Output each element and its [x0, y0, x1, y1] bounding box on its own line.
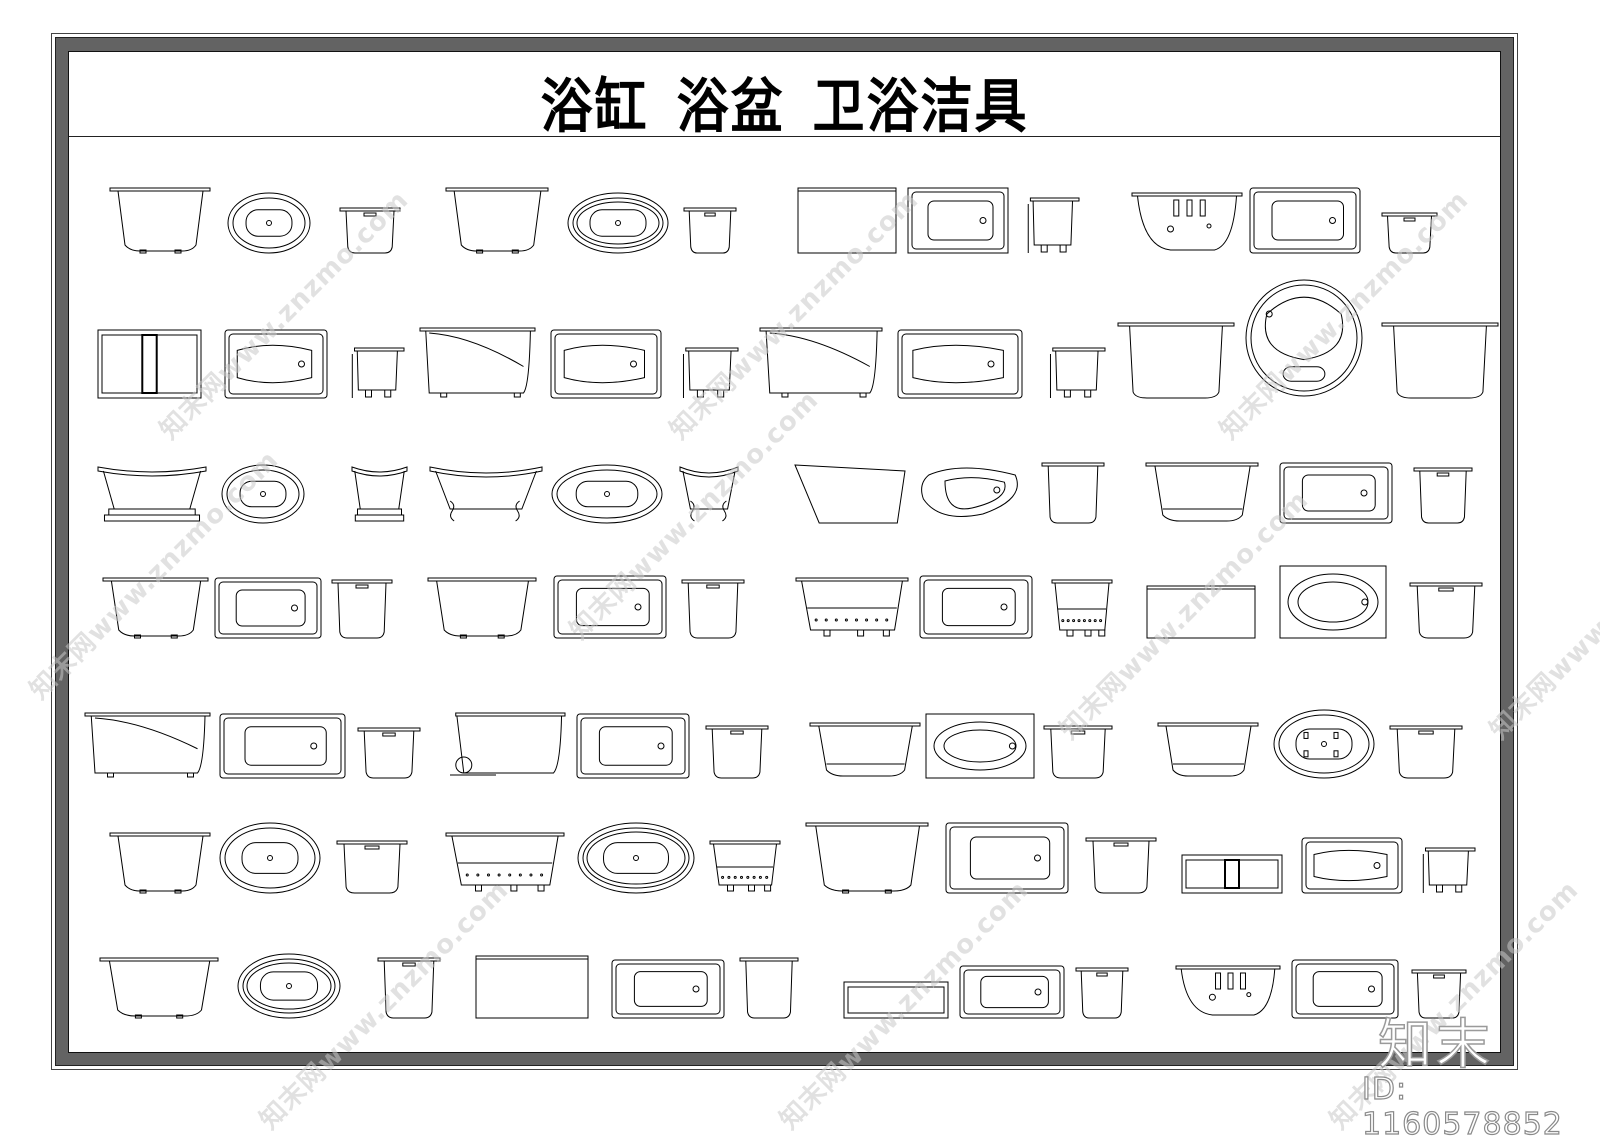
bathtub-drawing-side-small	[1381, 212, 1438, 254]
bathtub-drawing-side-tapered	[445, 187, 549, 254]
bathtub-drawing-drop-in-frame	[843, 981, 949, 1019]
bathtub-drawing-oval-plan-double	[237, 953, 341, 1019]
bathtub-drawing-side-tapered-plain	[1157, 722, 1259, 778]
bathtub-drawing-oval-in-rect	[925, 713, 1035, 779]
bathtub-drawing-oval-plan-jets	[1273, 709, 1375, 779]
bathtub-drawing-rect-plan-soft	[919, 575, 1033, 639]
sheet-title: 浴缸浴盆卫浴洁具	[69, 60, 1500, 144]
bathtub-drawing-side-small	[683, 207, 737, 254]
bathtub-drawing-oval-plan	[227, 192, 311, 254]
bathtub-drawing-side-dots	[445, 832, 565, 893]
bathtub-drawing-side-small	[1411, 969, 1467, 1019]
bathtub-drawing-rect-plan-rounded	[1249, 187, 1361, 254]
bathtub-drawing-oval-plan	[221, 464, 305, 524]
bathtub-drawing-rect-plan-rounded	[1291, 959, 1399, 1019]
title-bathtub: 浴缸	[540, 74, 649, 142]
bathtub-drawing-panel-front	[797, 187, 897, 254]
bathtub-drawing-side-tapered	[102, 577, 209, 639]
bathtub-drawing-side-jets	[1131, 192, 1243, 253]
bathtub-drawing-side-small	[681, 579, 745, 639]
bathtub-drawing-side-plain	[739, 957, 799, 1019]
bathtub-drawing-side-small	[339, 207, 401, 254]
bathtub-drawing-oval-in-rect	[1279, 565, 1387, 639]
bathtub-drawing-side-small	[1413, 467, 1473, 524]
bathtub-drawing-side-small	[336, 840, 408, 894]
bathtub-drawing-side-small	[1085, 837, 1157, 894]
brand-watermark: 知末	[1377, 1012, 1494, 1077]
bathtub-drawing-side-small-legs	[1420, 847, 1476, 893]
bathtub-drawing-side-small-legs	[349, 347, 405, 398]
bathtub-drawing-oval-plan	[219, 822, 321, 894]
bathtub-drawing-side-small	[377, 957, 441, 1019]
bathtub-drawing-panel-front	[1146, 585, 1256, 639]
bathtub-drawing-side-small-legs	[1047, 347, 1106, 398]
bathtub-drawing-side-dots-small	[1051, 579, 1113, 638]
bathtub-drawing-side-tapered-plain	[809, 722, 921, 778]
bathtub-drawing-rect-plan-curved	[1301, 837, 1403, 894]
bathtub-drawing-side-slope	[84, 712, 211, 778]
bathtub-drawing-rect-plan-rounded	[959, 965, 1065, 1019]
bathtub-drawing-rect-plan-rounded	[611, 959, 725, 1019]
bathtub-drawing-rect-plan-soft	[945, 822, 1069, 894]
bathtub-drawing-rect-plan-rounded	[219, 713, 346, 779]
bathtub-drawing-side-small	[1043, 725, 1113, 779]
bathtub-drawing-egg-plan	[918, 463, 1026, 523]
bathtub-drawing-rect-plan-soft	[1279, 462, 1393, 524]
bathtub-drawing-rect-plan	[907, 187, 1009, 254]
bathtub-drawing-side-wheel	[450, 712, 566, 778]
title-sanitary-ware: 卫浴洁具	[812, 74, 1029, 142]
bathtub-drawing-side-jets	[1175, 965, 1281, 1018]
bathtub-drawing-clawfoot	[429, 465, 543, 523]
bathtub-drawing-side-slope	[419, 327, 536, 398]
bathtub-drawing-side-tapered	[99, 957, 219, 1019]
bathtub-drawing-side-tapered	[109, 832, 211, 894]
bathtub-drawing-side-dots-small	[709, 840, 781, 893]
bathtub-drawing-side-plain	[1381, 322, 1499, 399]
bathtub-drawing-rect-plan-rounded	[214, 577, 322, 639]
bathtub-drawing-rect-plan-curved	[224, 329, 328, 399]
bathtub-drawing-side-tapered	[109, 187, 211, 254]
bathtub-drawing-side-slope	[759, 327, 883, 398]
bathtub-drawing-rect-plan-soft	[553, 575, 667, 639]
title-divider	[69, 136, 1500, 137]
bathtub-drawing-rect-plan-curved	[550, 329, 662, 399]
bathtub-drawing-side-small	[1075, 967, 1129, 1019]
bathtub-drawing-side-tapered-plain	[1145, 462, 1259, 523]
bathtub-drawing-side-small	[1389, 725, 1463, 779]
bathtub-drawing-drop-in-split	[1181, 854, 1283, 894]
bathtub-drawing-side-dots	[795, 577, 909, 638]
bathtub-drawing-drop-in-split	[97, 329, 202, 399]
bathtub-drawing-round-plan	[1245, 278, 1363, 398]
bathtub-drawing-side-small	[705, 725, 769, 779]
title-basin: 浴盆	[676, 74, 785, 142]
bathtub-drawing-side-small	[357, 727, 421, 779]
drawing-sheet: 浴缸浴盆卫浴洁具	[68, 51, 1501, 1053]
bathtub-drawing-side-small-legs	[680, 347, 739, 398]
bathtub-drawing-side-tapered	[805, 822, 929, 894]
bathtub-drawing-oval-plan-double	[567, 192, 669, 254]
bathtub-drawing-rect-plan-soft	[576, 713, 690, 779]
bathtub-drawing-clawfoot-small	[679, 465, 739, 523]
bathtub-drawing-panel-front	[475, 955, 589, 1019]
bathtub-drawing-oval-plan	[551, 464, 663, 524]
outer-border-line	[51, 33, 1518, 1070]
bathtub-drawing-side-small	[331, 579, 393, 639]
bathtub-drawing-oval-plan-double	[577, 822, 695, 894]
bathtub-drawing-side-tapered	[427, 577, 537, 639]
bathtub-drawing-side-plain	[1041, 462, 1105, 524]
bathtub-drawing-rect-plan-curved	[897, 329, 1023, 399]
bathtub-drawing-side-small	[1409, 582, 1483, 639]
bathtub-drawing-slipper	[794, 463, 906, 524]
image-id-label: ID: 1160578852	[1361, 1071, 1563, 1142]
bathtub-drawing-side-roll-small	[351, 465, 408, 523]
bathtub-drawing-side-roll	[97, 465, 207, 523]
bathtub-drawing-side-small-legs	[1025, 197, 1080, 253]
bathtub-drawing-side-plain	[1117, 322, 1235, 399]
